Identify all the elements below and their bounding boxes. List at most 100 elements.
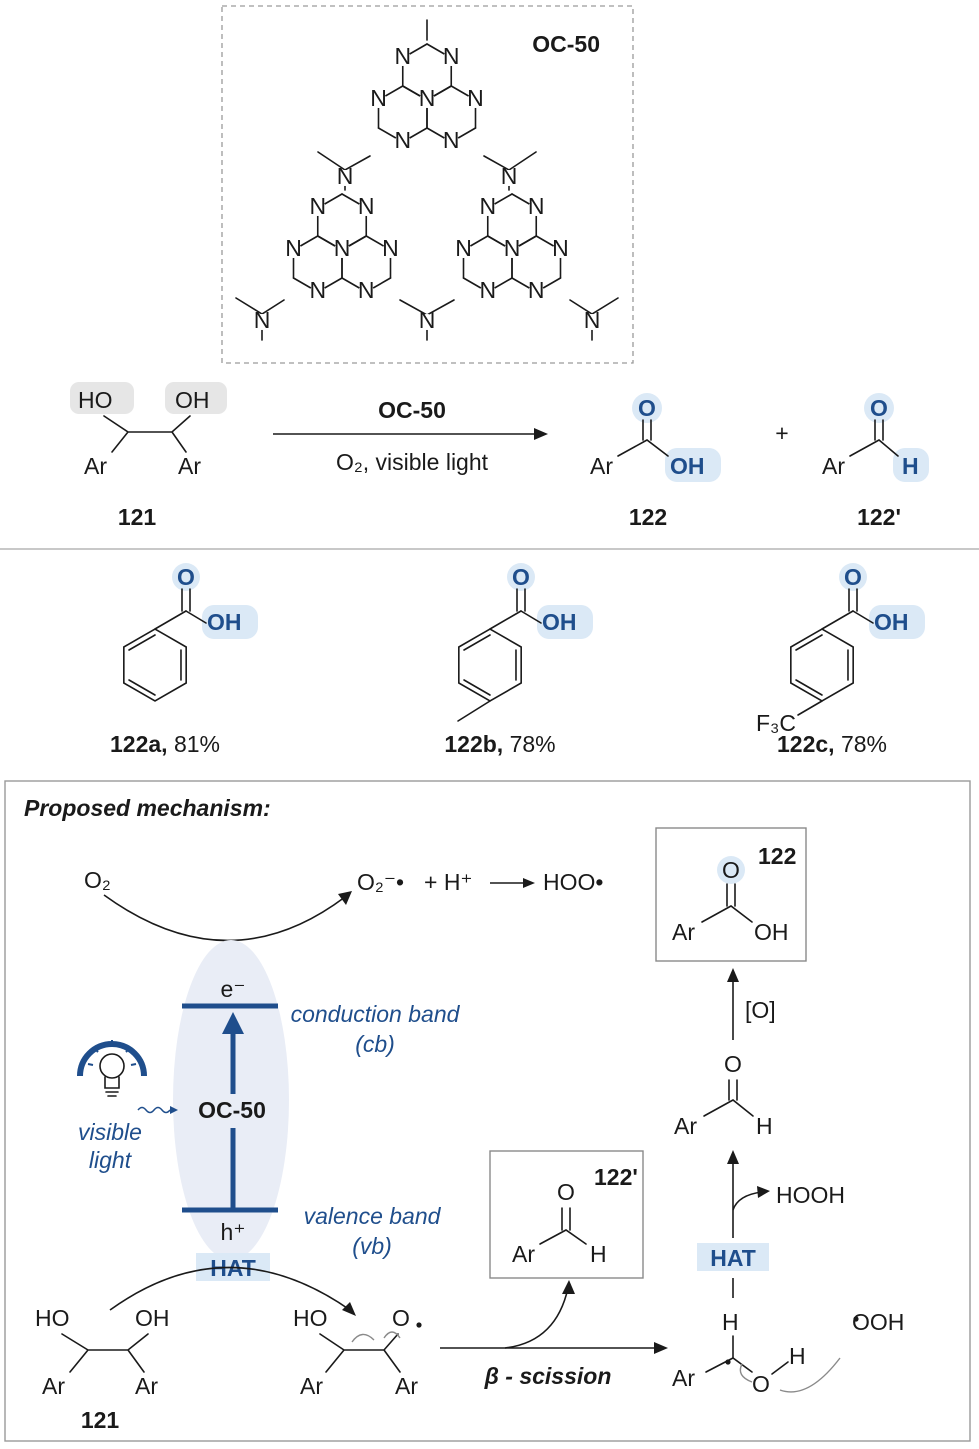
- nitrogen-atom: N: [552, 235, 569, 261]
- aromatic-bond: [463, 679, 491, 696]
- nitrogen-atom: N: [479, 193, 496, 219]
- carbonyl-highlight: [864, 393, 894, 423]
- nitrogen-atom: N: [504, 235, 521, 261]
- product-label: 122a, 81%: [110, 731, 220, 757]
- ketyl-h: H: [722, 1309, 739, 1335]
- intermediate-h: H: [756, 1113, 773, 1139]
- atom-mask: [394, 50, 411, 66]
- hydroperoxyl-label: HOO•: [543, 869, 603, 895]
- acid-bonds: [617, 419, 669, 457]
- arrow-head: [562, 1280, 575, 1294]
- nitrogen-atom: N: [254, 307, 271, 333]
- light-wave: [137, 1106, 171, 1114]
- carbonyl-o: O: [844, 564, 862, 590]
- aldehyde-product-box: [489, 1150, 644, 1279]
- oh-bond: [185, 610, 207, 624]
- nitrogen-atom: N: [309, 193, 326, 219]
- radical-bonds: [319, 1333, 401, 1373]
- carbonyl-highlight: [172, 563, 200, 591]
- ketyl-ar: Ar: [672, 1365, 695, 1391]
- nitrogen-atom: N: [309, 277, 326, 303]
- electron-arrows: [739, 1357, 841, 1393]
- carbonyl-highlight: [717, 856, 745, 884]
- acid-o: O: [722, 857, 740, 883]
- reduction-arrow: [103, 894, 346, 942]
- benzene-ring: [458, 628, 522, 702]
- arrow-head: [534, 428, 548, 440]
- atom-mask: [285, 242, 302, 258]
- nitrogen-atom: N: [528, 193, 545, 219]
- beta-scission-label: β - scission: [484, 1363, 612, 1389]
- aromatic-bond: [128, 634, 156, 651]
- aldehyde-ar: Ar: [822, 453, 845, 479]
- scission-arrows: [351, 1331, 401, 1343]
- acid-product-label: 122: [758, 843, 796, 869]
- arrow-head: [727, 1150, 739, 1164]
- radical-dot: [416, 1322, 422, 1328]
- mech-reactant-oh: OH: [135, 1305, 170, 1331]
- radical-ar: Ar: [300, 1373, 323, 1399]
- nitrogen-atom: N: [358, 193, 375, 219]
- atom-mask: [419, 314, 435, 330]
- hat-arrow: [109, 1266, 351, 1311]
- radical-dot: [853, 1316, 859, 1322]
- carboxyl-bond: [821, 610, 854, 630]
- cf3-label: F₃C: [756, 710, 796, 736]
- atom-mask: [394, 134, 411, 150]
- mechanism-panel: Proposed mechanism: O₂ O₂⁻• + H⁺ HOO• e⁻…: [4, 780, 971, 1442]
- acid-label: 122: [629, 504, 667, 530]
- aldehyde-product-label: 122': [594, 1164, 638, 1190]
- reagent-label: OC-50: [378, 397, 446, 423]
- atom-mask: [584, 314, 600, 330]
- conditions-label: O₂, visible light: [336, 449, 489, 475]
- nitrogen-atom: N: [528, 277, 545, 303]
- hole-label: h⁺: [221, 1219, 246, 1245]
- arrow-head: [338, 891, 352, 905]
- aldehyde-ar: Ar: [512, 1241, 535, 1267]
- arrow-head: [523, 878, 535, 888]
- hydroxyl-highlight: [869, 605, 925, 639]
- ketyl-bonds: [705, 1357, 753, 1373]
- aldehyde-h: H: [590, 1241, 607, 1267]
- nitrogen-atom: N: [584, 307, 601, 333]
- carbonyl-o: O: [512, 564, 530, 590]
- conduction-band-abbr: (cb): [355, 1031, 395, 1057]
- proton-label: + H⁺: [424, 869, 473, 895]
- nitrogen-atom: N: [370, 85, 387, 111]
- carboxyl-bond: [154, 610, 187, 630]
- nitrogen-atom: N: [382, 235, 399, 261]
- ketyl-oh-h: H: [789, 1343, 806, 1369]
- hat-highlight: [697, 1243, 769, 1271]
- nitrogen-atom: N: [337, 163, 354, 189]
- aromatic-bond: [795, 679, 823, 696]
- mech-reactant-ar: Ar: [135, 1373, 158, 1399]
- aromatic-bond: [463, 634, 491, 651]
- hydroxyl-oh: OH: [542, 609, 577, 635]
- atom-mask: [419, 92, 435, 108]
- nitrogen-atom: N: [419, 85, 436, 111]
- carbonyl-highlight: [507, 563, 535, 591]
- carbonyl-highlight: [632, 393, 662, 423]
- aldehyde-label: 122': [857, 504, 901, 530]
- atom-mask: [504, 242, 520, 258]
- aldehyde-h: H: [902, 453, 919, 479]
- carboxyl-bond: [489, 610, 522, 630]
- radical-ar: Ar: [395, 1373, 418, 1399]
- product-label: 122c, 78%: [777, 731, 887, 757]
- reactant-ar: Ar: [84, 453, 107, 479]
- atom-mask: [455, 242, 472, 258]
- oh-bond: [771, 1361, 789, 1375]
- intermediate-ar: Ar: [674, 1113, 697, 1139]
- nitrogen-atom: N: [334, 235, 351, 261]
- nitrogen-atom: N: [501, 163, 518, 189]
- aromatic-bond: [128, 679, 156, 696]
- hydroxyl-highlight: [537, 605, 593, 639]
- benzene-ring: [790, 628, 854, 702]
- hooh-arrow: [732, 1191, 763, 1211]
- plus-sign: +: [775, 420, 788, 446]
- light-bulb-icon: [77, 1040, 147, 1097]
